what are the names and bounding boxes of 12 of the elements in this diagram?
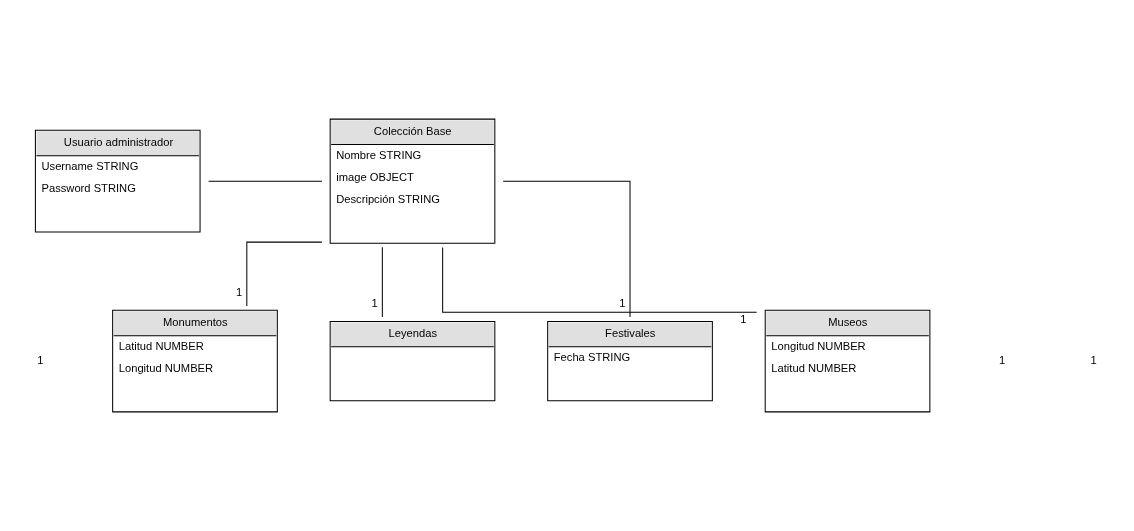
connector xyxy=(502,180,631,318)
edge-label: 1 xyxy=(236,285,243,298)
label: 1 xyxy=(1090,353,1097,366)
connector xyxy=(208,180,323,182)
edge-label: 1 xyxy=(619,296,626,309)
edge-label: 1 xyxy=(740,312,747,325)
edge-label: 1 xyxy=(371,296,378,309)
connector xyxy=(246,241,323,307)
label: 1 xyxy=(37,353,44,366)
label: 1 xyxy=(998,353,1006,366)
connector xyxy=(381,246,383,318)
connector xyxy=(442,246,758,313)
